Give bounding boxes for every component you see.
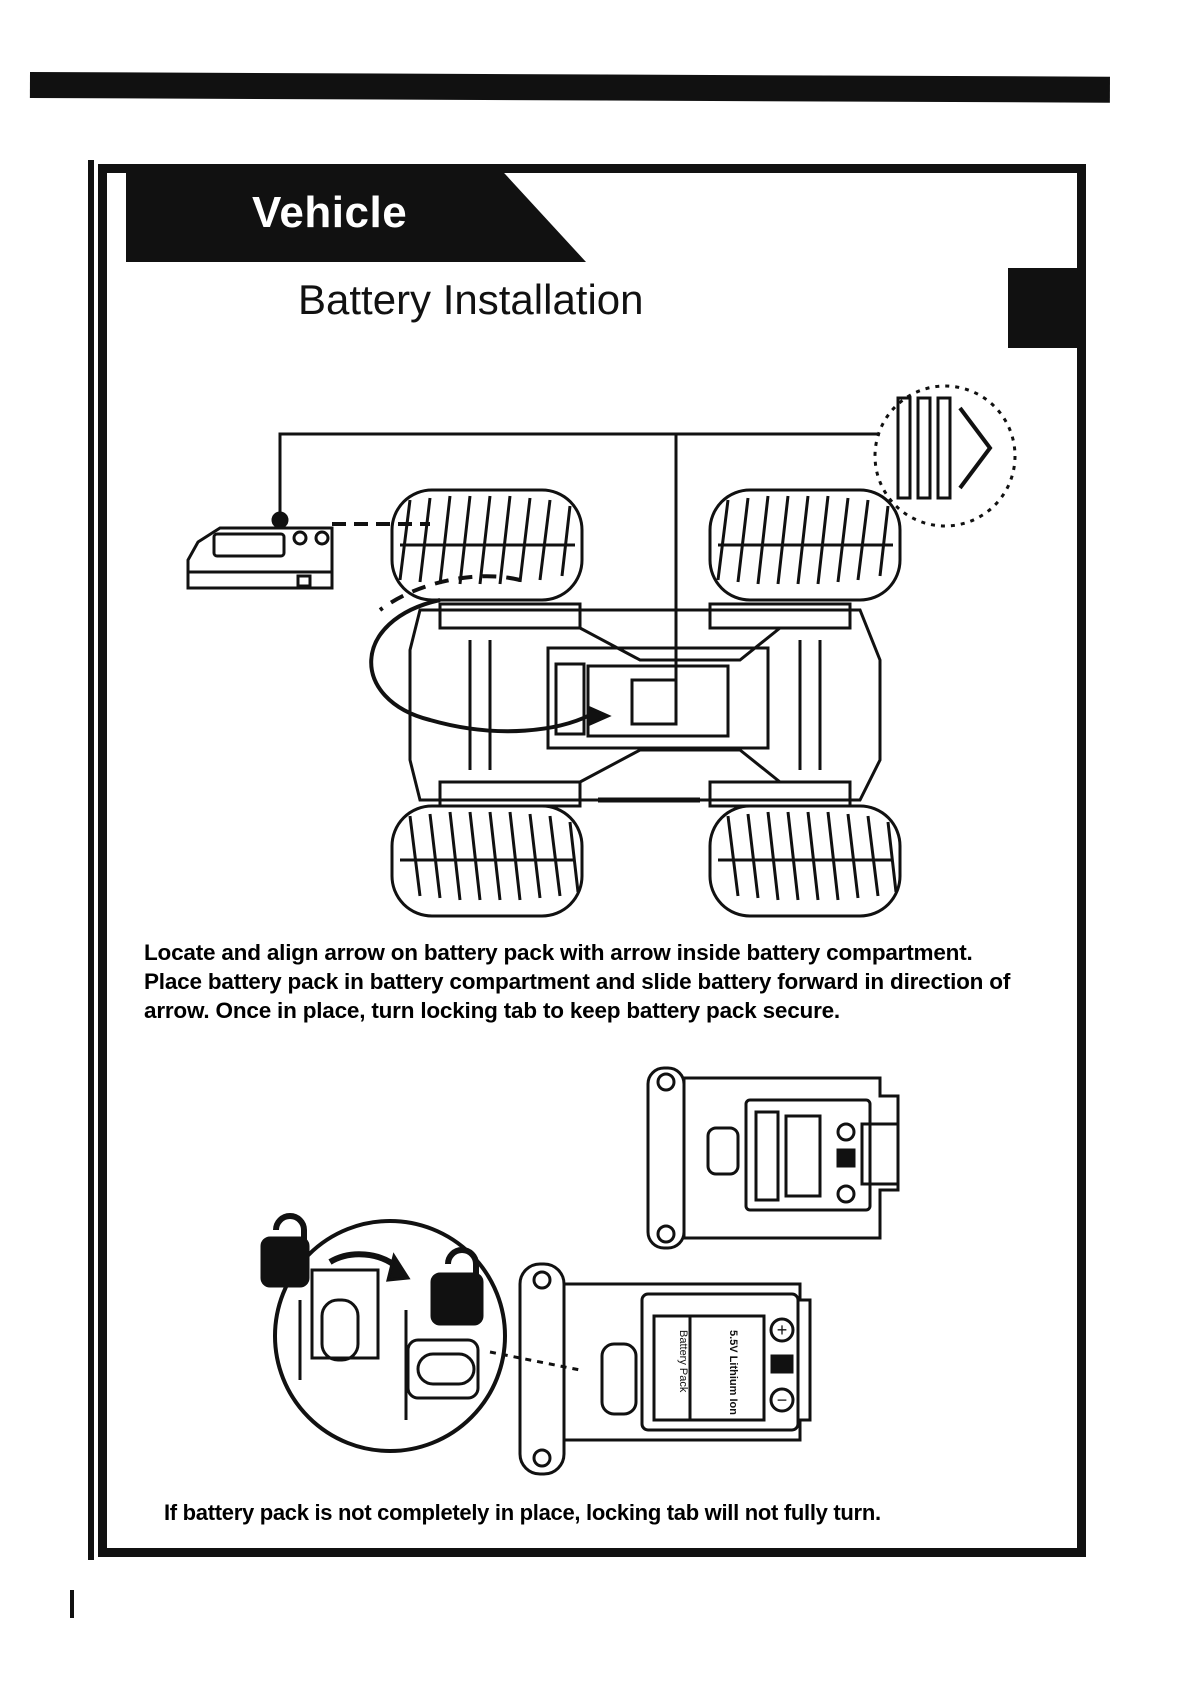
instruction-paragraph: Locate and align arrow on battery pack w… — [144, 938, 1024, 1025]
section-tab-label: Vehicle — [252, 188, 408, 237]
section-tab — [126, 172, 586, 262]
side-index-tab — [1008, 268, 1086, 348]
locking-tab-locked — [404, 1310, 480, 1420]
footnote: If battery pack is not completely in pla… — [164, 1500, 881, 1525]
rotation-arrow — [328, 1251, 400, 1271]
callout-line — [278, 432, 880, 520]
lock-detail-circle — [273, 1219, 507, 1453]
page-title: Battery Installation — [298, 276, 644, 323]
plus-terminal-icon: + — [777, 1320, 788, 1340]
battery-brand-label: 5.5V Lithium Ion — [727, 1330, 739, 1415]
battery-compartment-top-view — [646, 1066, 900, 1250]
battery-compartment-bottom-view — [518, 1262, 812, 1476]
instruction-line-3: arrow. Once in place, turn locking tab t… — [144, 998, 840, 1023]
direction-arrow-icon — [896, 396, 993, 500]
unlocked-padlock-icon — [260, 1213, 310, 1288]
battery-compartment — [546, 646, 770, 750]
minus-terminal-icon: − — [777, 1390, 788, 1410]
installed-battery-pack — [640, 1292, 800, 1432]
instruction-line-1: Locate and align arrow on battery pack w… — [144, 940, 973, 965]
vehicle-chassis — [408, 602, 882, 808]
tire-front-left — [390, 488, 584, 602]
left-margin-mark — [70, 1590, 74, 1618]
battery-pack-loose — [186, 526, 334, 590]
tire-front-right — [708, 488, 902, 602]
left-margin-rule — [88, 160, 94, 1560]
instruction-line-2: Place battery pack in battery compartmen… — [144, 969, 1011, 994]
page-frame — [98, 164, 1086, 1557]
arrow-detail-circle — [873, 384, 1017, 528]
locked-padlock-icon — [430, 1247, 484, 1326]
locking-tab-unlocked — [298, 1268, 380, 1380]
battery-pack-label: Battery Pack — [677, 1330, 689, 1393]
